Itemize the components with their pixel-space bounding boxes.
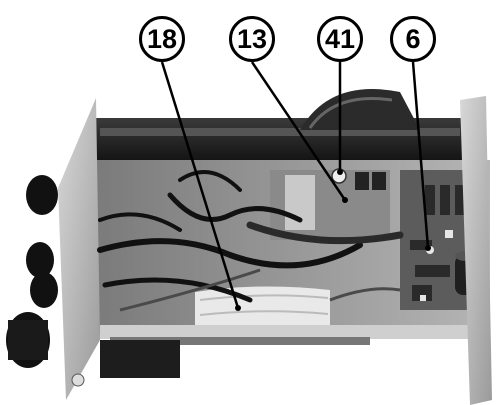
leader-18 bbox=[160, 61, 240, 309]
right-side-plate bbox=[460, 96, 492, 405]
left-side-plate bbox=[58, 98, 100, 400]
callout-41: 41 bbox=[317, 16, 363, 62]
callout-13: 13 bbox=[229, 16, 275, 62]
leader-13 bbox=[250, 61, 347, 201]
fan-housing bbox=[300, 89, 420, 130]
leader-6 bbox=[411, 61, 430, 249]
bottom-rail bbox=[100, 325, 480, 339]
callout-41-label: 41 bbox=[324, 23, 356, 54]
callout-13-label: 13 bbox=[236, 23, 268, 54]
callout-6: 6 bbox=[390, 16, 436, 62]
callout-6-label: 6 bbox=[405, 23, 421, 54]
callout-18: 18 bbox=[139, 16, 185, 62]
callout-18-label: 18 bbox=[146, 23, 178, 54]
